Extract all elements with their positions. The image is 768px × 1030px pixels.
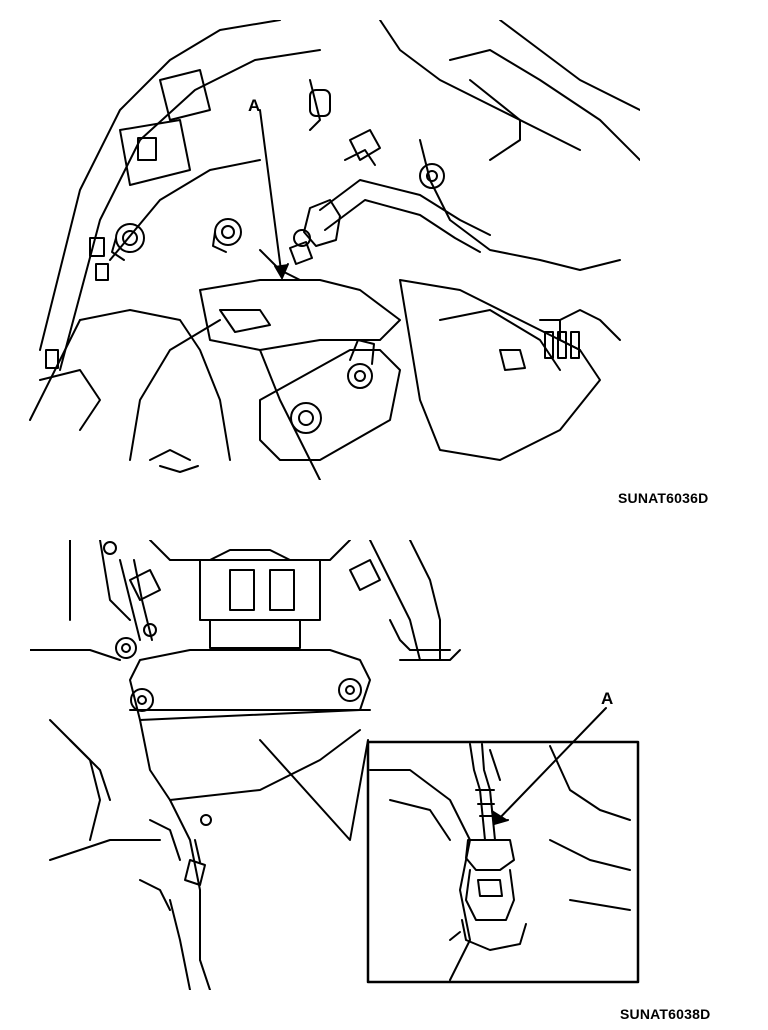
bolt-plate-right xyxy=(339,679,361,701)
bolt-plate-left xyxy=(131,689,153,711)
nut-lower-left xyxy=(291,403,321,433)
inset-frame xyxy=(368,742,638,982)
callout-arrow-top xyxy=(260,110,282,278)
diagram-top xyxy=(20,20,640,480)
housing-plate xyxy=(130,650,370,720)
bolt-left-1 xyxy=(112,224,144,260)
callout-label-bottom: A xyxy=(601,689,614,708)
hose xyxy=(320,180,490,235)
sensor-connector-top xyxy=(290,200,340,264)
bolt-upper-left xyxy=(116,638,136,658)
callout-arrow-bottom xyxy=(494,708,606,824)
bottom-line-drawing xyxy=(30,540,640,990)
lower-bracket xyxy=(260,350,400,460)
left-housing xyxy=(40,20,280,350)
inset-pointer xyxy=(260,740,368,840)
callout-label-top: A xyxy=(248,96,261,115)
caption-top: SUNAT6036D xyxy=(618,490,709,506)
nut-lower-right xyxy=(348,340,374,388)
bolt-left-2 xyxy=(213,219,241,252)
diagram-bottom xyxy=(30,540,640,990)
inset-detail xyxy=(370,744,630,980)
top-line-drawing xyxy=(20,20,640,480)
caption-bottom: SUNAT6038D xyxy=(620,1006,711,1022)
